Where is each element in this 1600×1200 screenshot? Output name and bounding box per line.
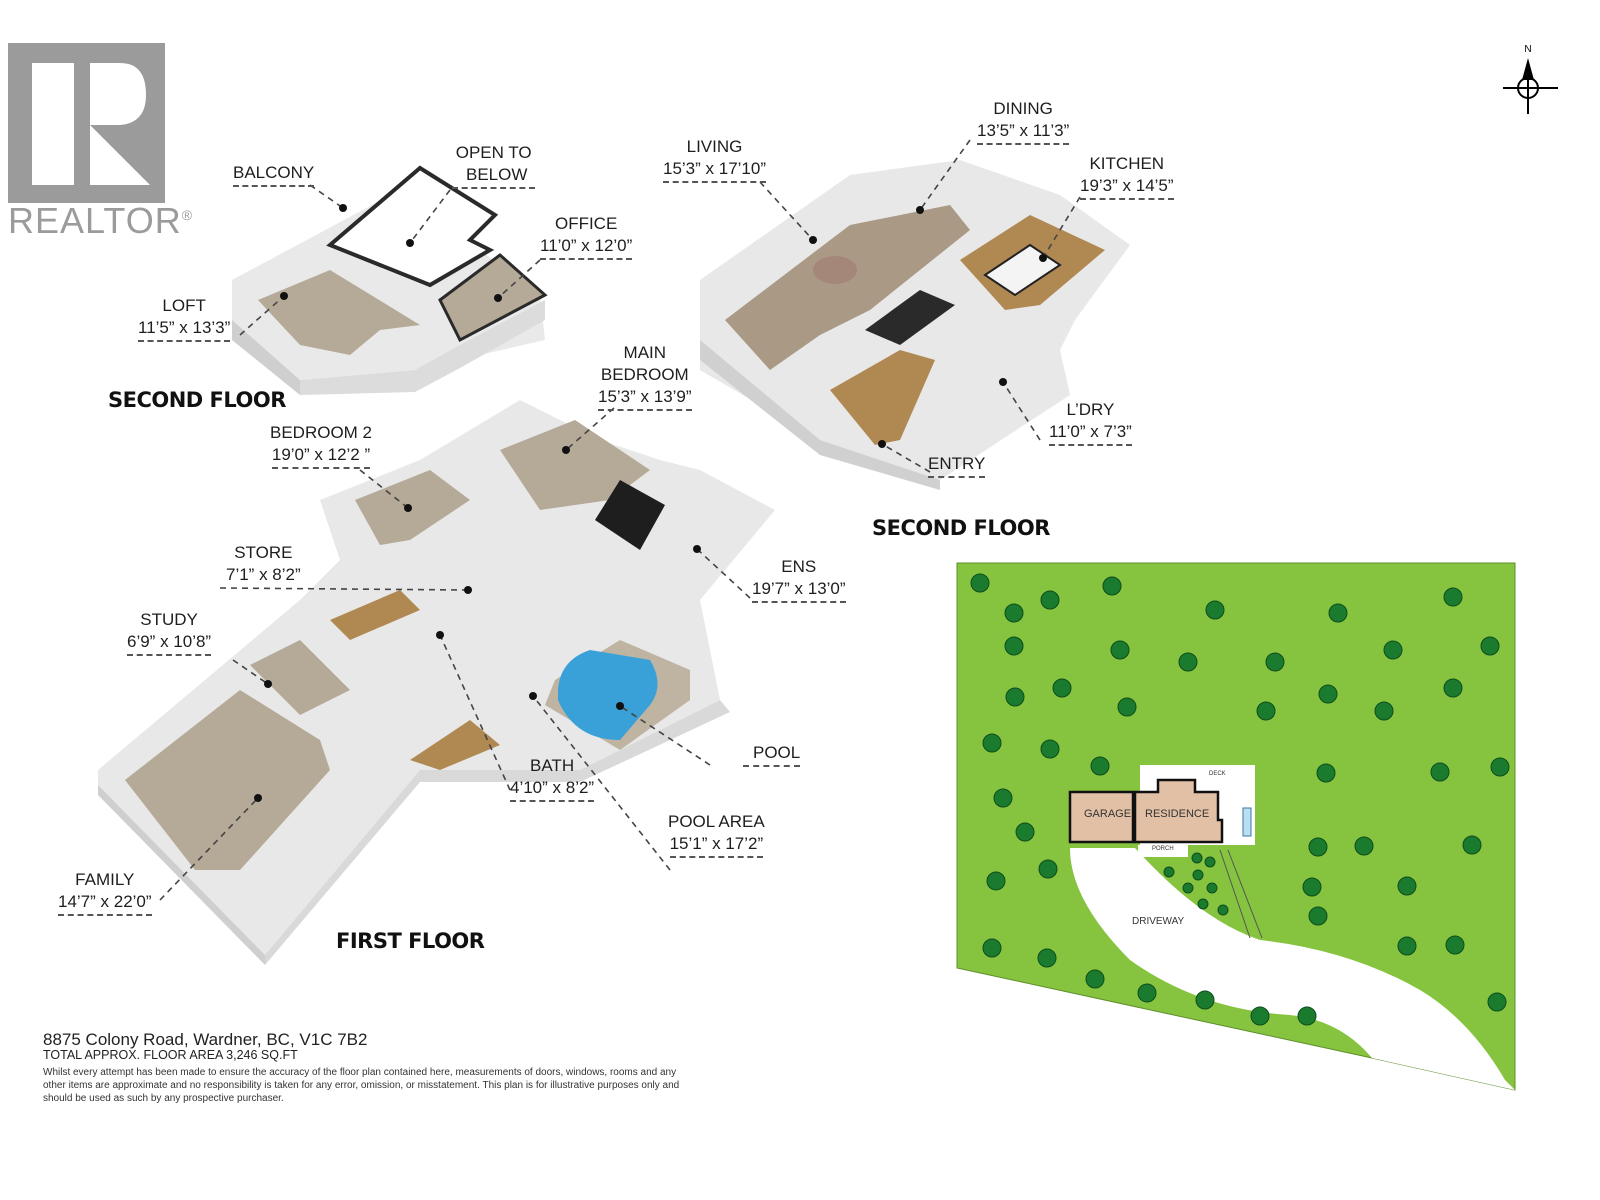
room-label-living: LIVING 15’3” x 17’10”	[663, 136, 767, 183]
property-address: 8875 Colony Road, Wardner, BC, V1C 7B2	[43, 1030, 368, 1049]
total-floor-area: TOTAL APPROX. FLOOR AREA 3,246 SQ.FT	[43, 1048, 298, 1062]
room-label-laundry: L’DRY 11’0” x 7’3”	[1049, 399, 1132, 446]
first-floor-plan	[98, 400, 775, 965]
room-label-bath: BATH 4’10” x 8’2”	[510, 755, 595, 802]
site-deck-label: DECK	[1209, 771, 1226, 777]
room-label-balcony: BALCONY	[233, 162, 315, 187]
north-compass: N	[1500, 40, 1560, 120]
site-garage-label: GARAGE	[1084, 808, 1132, 820]
room-label-office: OFFICE 11’0” x 12’0”	[540, 213, 633, 260]
site-residence-label: RESIDENCE	[1145, 808, 1210, 820]
floor-title-first: FIRST FLOOR	[336, 929, 485, 953]
room-label-loft: LOFT 11’5” x 13’3”	[138, 295, 231, 342]
room-label-pool-area: POOL AREA 15’1” x 17’2”	[668, 811, 765, 858]
room-label-dining: DINING 13’5” x 11’3”	[977, 98, 1070, 145]
floor-title-second: SECOND FLOOR	[872, 516, 1050, 540]
realtor-logo-mark	[8, 43, 165, 203]
disclaimer-text: Whilst every attempt has been made to en…	[43, 1067, 680, 1104]
room-label-store: STORE 7’1” x 8’2”	[226, 543, 301, 584]
site-plan	[956, 562, 1516, 1091]
floor-title-upper: SECOND FLOOR	[108, 388, 286, 412]
room-label-entry: ENTRY	[928, 453, 986, 478]
site-driveway-label: DRIVEWAY	[1132, 916, 1185, 927]
realtor-r-icon	[32, 63, 150, 185]
room-label-study: STUDY 6’9” x 10’8”	[127, 609, 212, 656]
upper-floor-plan	[232, 165, 548, 395]
room-label-family: FAMILY 14’7” x 22’0”	[58, 869, 152, 916]
realtor-logo-text: REALTOR®	[8, 200, 194, 241]
site-porch-label: PORCH	[1152, 846, 1174, 852]
room-anchor-dots	[254, 204, 1047, 802]
room-label-pool: POOL	[743, 742, 801, 767]
room-label-open-to-below: OPEN TO BELOW	[452, 142, 536, 189]
room-label-main-bedroom: MAIN BEDROOM 15’3” x 13’9”	[598, 342, 692, 411]
room-label-ensuite: ENS 19’7” x 13’0”	[752, 556, 846, 603]
compass-icon: N	[1503, 44, 1558, 114]
svg-text:N: N	[1524, 44, 1531, 55]
leader-lines	[159, 139, 1081, 901]
main-floor-plan	[700, 160, 1130, 490]
room-label-kitchen: KITCHEN 19’3” x 14’5”	[1080, 153, 1174, 200]
room-label-bedroom2: BEDROOM 2 19’0” x 12’2 ”	[270, 422, 372, 469]
